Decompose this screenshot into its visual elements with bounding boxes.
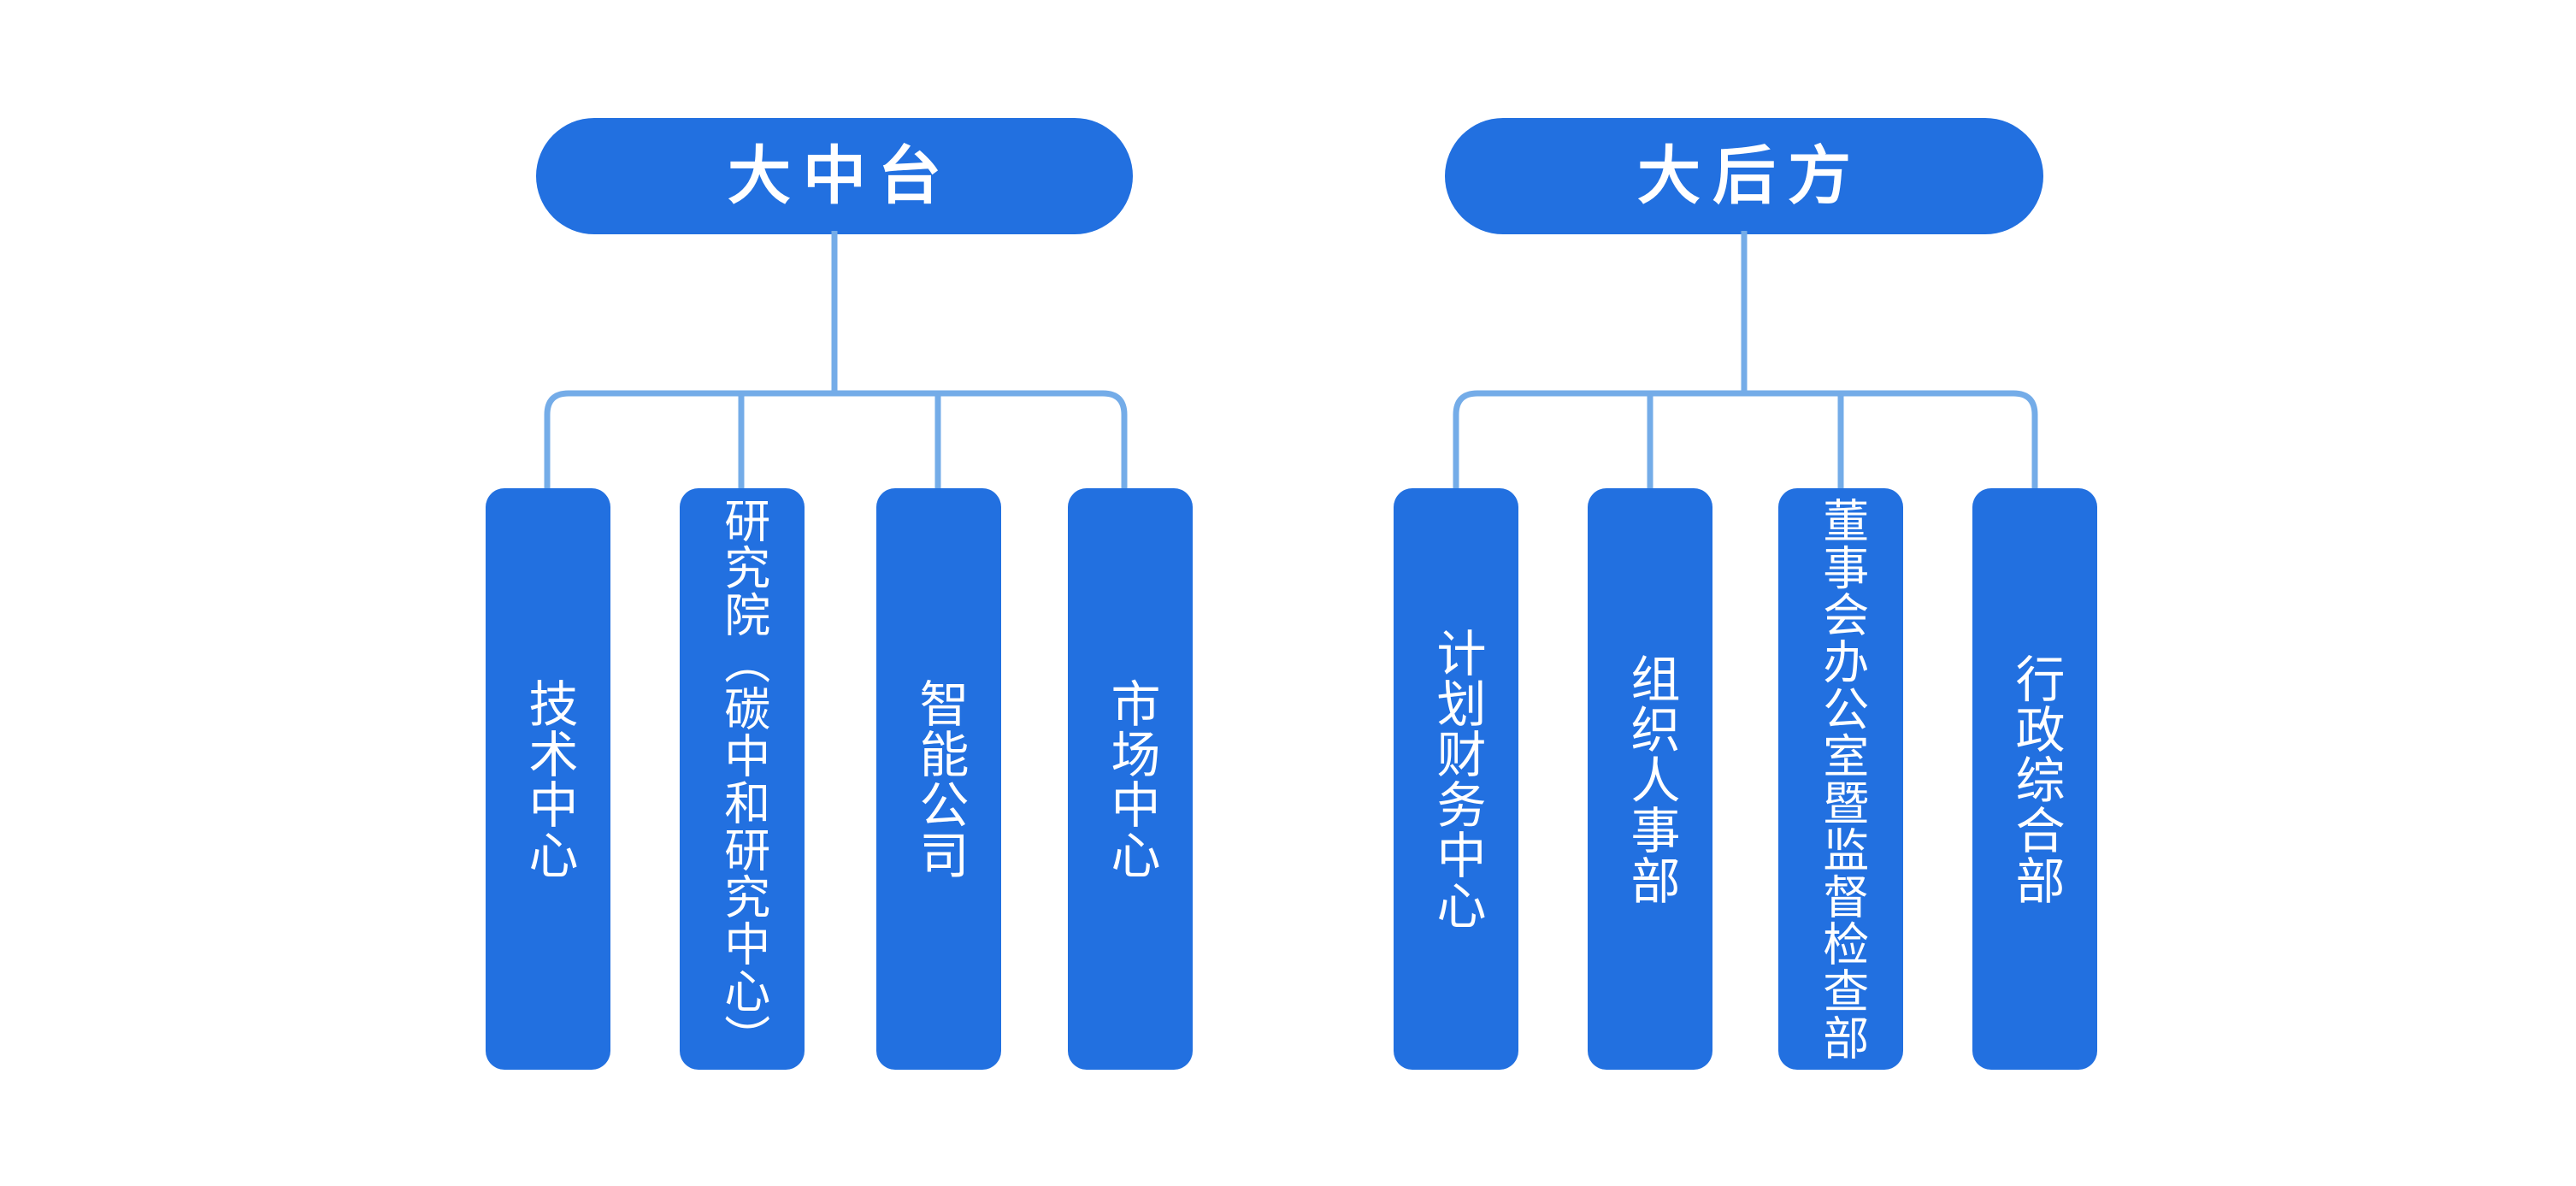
node-research-institute[interactable]: 研究院（碳中和研究中心）: [680, 488, 805, 1070]
node-label: 市场中心: [1103, 678, 1159, 880]
node-organization-hr-department[interactable]: 组织人事部: [1588, 488, 1712, 1070]
connector-bus: [1453, 390, 2038, 492]
node-administration-department[interactable]: 行政综合部: [1972, 488, 2097, 1070]
root-node-label: 大中台: [728, 140, 953, 211]
node-label: 组织人事部: [1623, 652, 1679, 906]
connector-group-rear-support: [1453, 231, 2038, 492]
node-label: 智能公司: [911, 678, 968, 880]
root-node-mid-platform[interactable]: 大中台: [536, 118, 1133, 234]
connector-bus: [544, 390, 1128, 492]
node-intelligent-company[interactable]: 智能公司: [876, 488, 1001, 1070]
node-board-office-supervision-department[interactable]: 董事会办公室暨监督检查部: [1778, 488, 1903, 1070]
node-label: 计划财务中心: [1429, 628, 1485, 930]
node-label: 董事会办公室暨监督检查部: [1815, 497, 1867, 1061]
node-market-center[interactable]: 市场中心: [1068, 488, 1193, 1070]
root-node-rear-support[interactable]: 大后方: [1445, 118, 2043, 234]
node-planning-finance-center[interactable]: 计划财务中心: [1394, 488, 1518, 1070]
connector-group-mid-platform: [544, 231, 1128, 492]
node-technology-center[interactable]: 技术中心: [486, 488, 610, 1070]
node-label: 研究院（碳中和研究中心）: [716, 497, 769, 1061]
node-label: 技术中心: [521, 678, 577, 880]
node-label: 行政综合部: [2007, 652, 2064, 906]
root-node-label: 大后方: [1637, 140, 1863, 211]
